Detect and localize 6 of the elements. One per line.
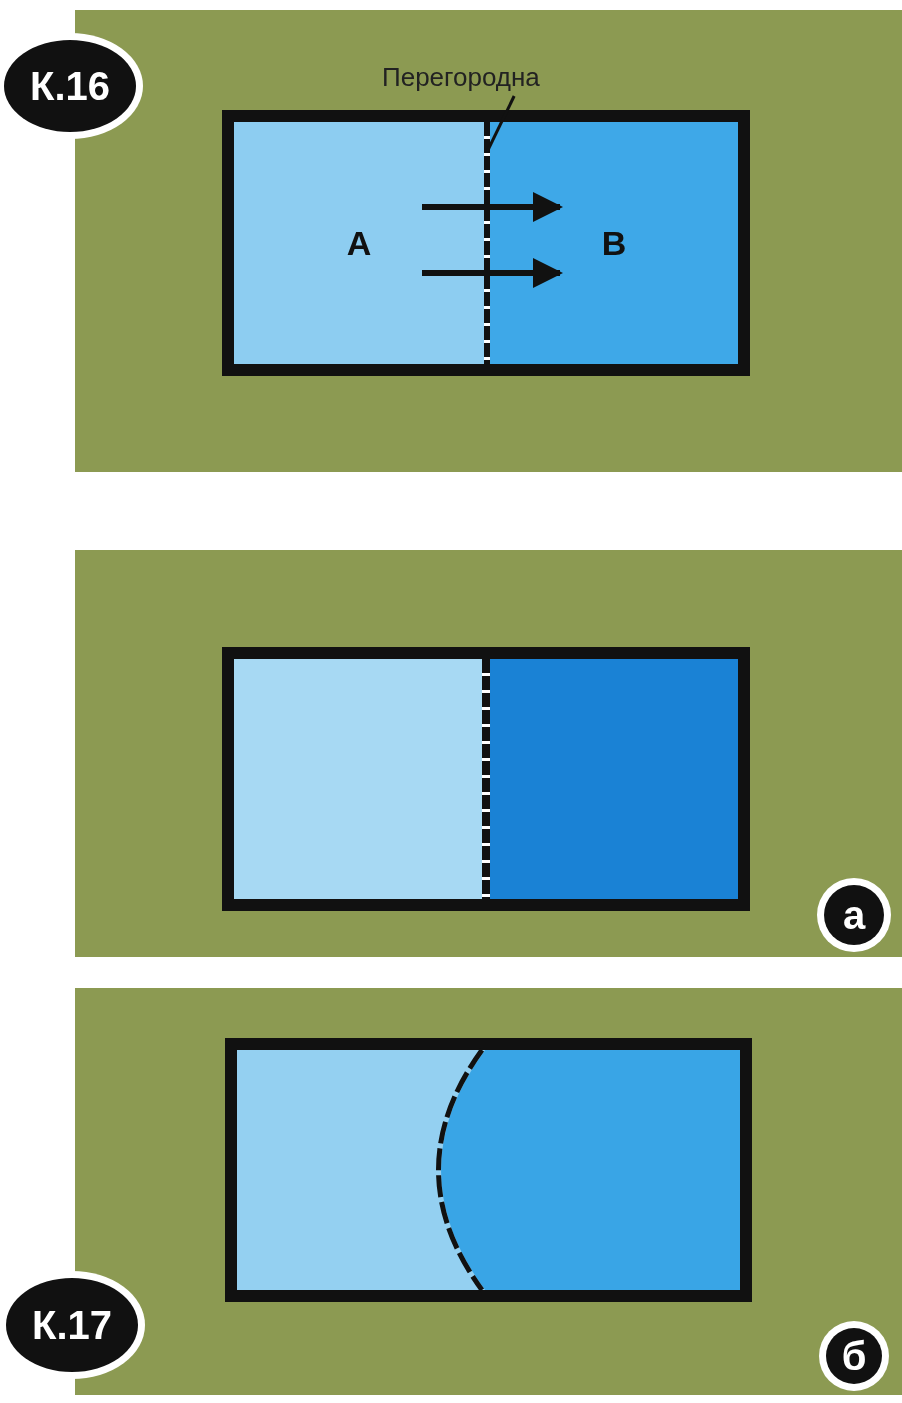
arrow bbox=[422, 258, 563, 288]
compartment: A bbox=[234, 122, 484, 364]
callout-label: Перегородна bbox=[382, 62, 618, 96]
arrow bbox=[422, 192, 563, 222]
compartment: B bbox=[490, 122, 738, 364]
compartment bbox=[488, 659, 738, 899]
